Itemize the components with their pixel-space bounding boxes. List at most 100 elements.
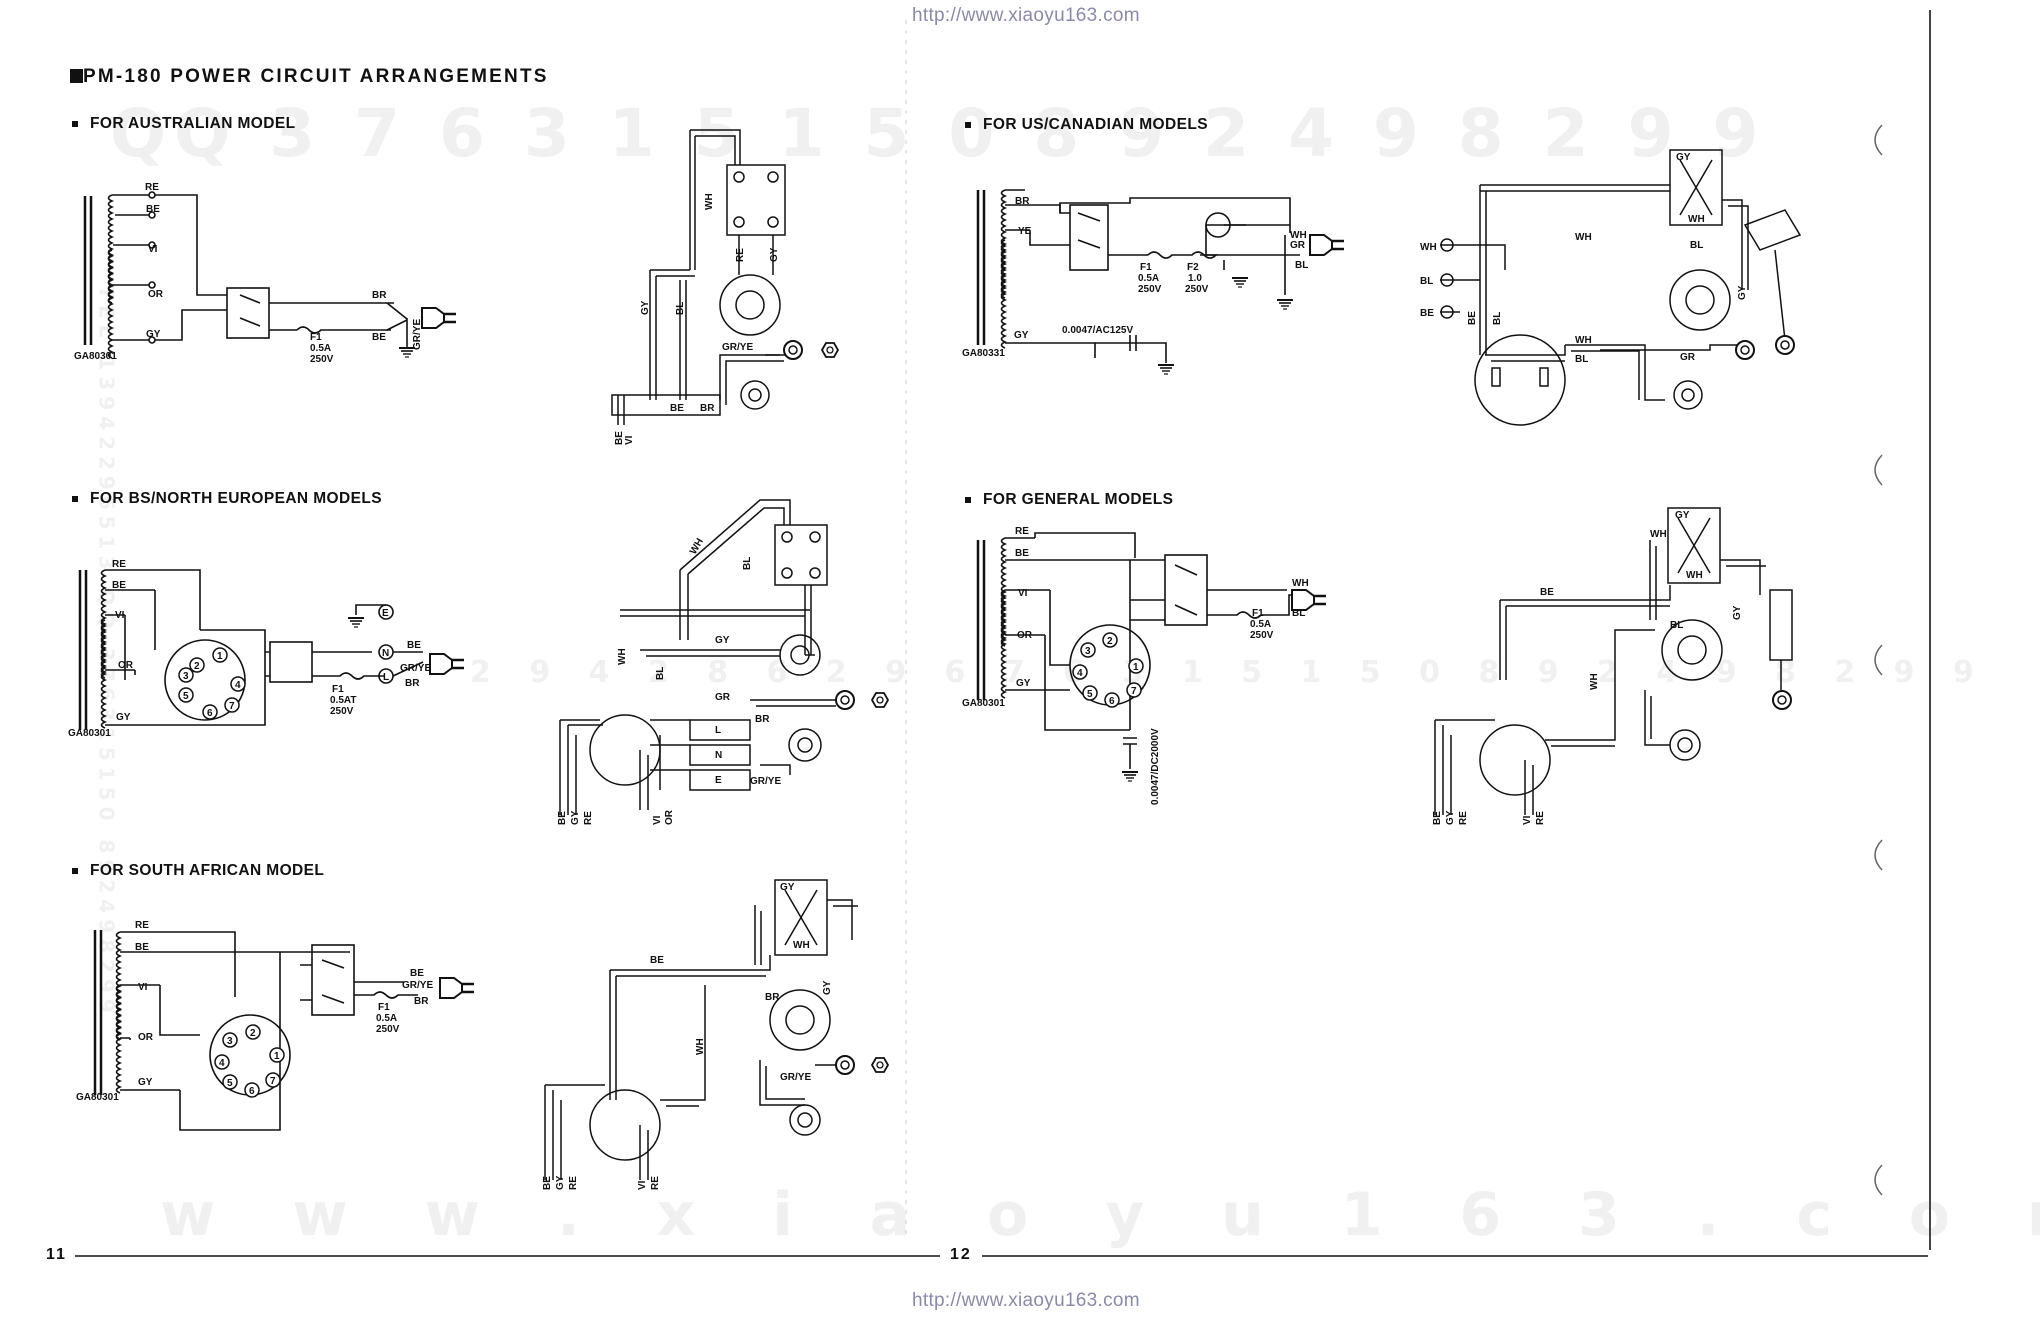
svg-text:GR/YE: GR/YE (402, 980, 433, 991)
title-marker-icon (70, 69, 83, 83)
svg-text:OR: OR (664, 809, 675, 825)
svg-text:BL: BL (1492, 312, 1503, 325)
svg-text:GY: GY (1016, 678, 1031, 689)
svg-text:VI: VI (1018, 588, 1028, 599)
svg-text:VI: VI (148, 244, 158, 255)
section-heading-general: FOR GENERAL MODELS (965, 491, 1173, 509)
svg-text:WH: WH (688, 537, 706, 557)
svg-text:WH: WH (1420, 242, 1437, 253)
svg-text:BE: BE (1540, 587, 1554, 598)
svg-text:GY: GY (1676, 152, 1691, 163)
svg-text:F1: F1 (310, 332, 322, 343)
svg-text:GR: GR (1290, 240, 1306, 251)
svg-text:GY: GY (780, 882, 795, 893)
svg-text:7: 7 (270, 1076, 276, 1087)
svg-text:VI: VI (624, 435, 635, 445)
svg-text:E: E (382, 608, 389, 619)
svg-text:GY: GY (570, 810, 581, 825)
svg-text:N: N (382, 648, 389, 659)
svg-text:BE: BE (135, 942, 149, 953)
svg-text:BR: BR (414, 996, 429, 1007)
source-url-top[interactable]: http://www.xiaoyu163.com (912, 5, 1140, 26)
svg-text:7: 7 (1131, 686, 1137, 697)
svg-text:OR: OR (148, 289, 164, 300)
svg-text:RE: RE (1458, 811, 1469, 825)
svg-text:2: 2 (194, 661, 200, 672)
svg-text:2: 2 (1107, 636, 1113, 647)
svg-text:BL: BL (742, 557, 753, 570)
svg-text:GR/YE: GR/YE (400, 663, 431, 674)
svg-text:1: 1 (217, 651, 223, 662)
svg-text:BE: BE (670, 403, 684, 414)
svg-text:WH: WH (1575, 232, 1592, 243)
page-number-left: 11 (46, 1246, 67, 1263)
svg-text:WH: WH (1290, 230, 1307, 241)
svg-text:BL: BL (1295, 260, 1308, 271)
svg-text:3: 3 (1085, 646, 1091, 657)
svg-text:BL: BL (1292, 608, 1305, 619)
wiring-us-canadian (1440, 149, 1802, 426)
svg-text:GY: GY (769, 247, 780, 262)
svg-text:BR: BR (755, 714, 770, 725)
svg-text:0.5A: 0.5A (310, 343, 331, 354)
svg-text:GY: GY (1675, 510, 1690, 521)
svg-text:WH: WH (704, 193, 715, 210)
svg-text:E: E (715, 775, 722, 786)
svg-text:6: 6 (1109, 696, 1115, 707)
svg-text:BL: BL (1575, 354, 1588, 365)
wiring-australian (611, 129, 839, 425)
watermark-middle: 2 9 4 2 8 6 2 9 6 7 6 3 1 5 1 5 0 8 9 2 … (470, 655, 1988, 690)
svg-text:RE: RE (583, 811, 594, 825)
svg-text:4: 4 (1077, 668, 1083, 679)
svg-text:GA80301: GA80301 (68, 728, 111, 739)
wiring-labels-us-canadian: GY WH WH WH BL BE BE BL GY WH BL GR BL (1420, 152, 1748, 365)
svg-text:7: 7 (229, 701, 235, 712)
svg-text:BE: BE (557, 811, 568, 825)
schematic-south-african (93, 930, 476, 1131)
svg-text:0.0047/AC125V: 0.0047/AC125V (1062, 325, 1133, 336)
wiring-general (1434, 507, 1793, 815)
svg-text:BE: BE (542, 1176, 553, 1190)
source-url-bottom[interactable]: http://www.xiaoyu163.com (912, 1290, 1140, 1311)
labels-australian: RE BE VI OR GY GA80301 BR BE F1 0.5A 250… (74, 182, 423, 365)
svg-text:6: 6 (249, 1086, 255, 1097)
svg-text:F1: F1 (332, 684, 344, 695)
svg-text:WH: WH (1292, 578, 1309, 589)
svg-text:OR: OR (118, 660, 134, 671)
svg-text:BR: BR (372, 290, 387, 301)
wiring-labels-bs: WH BL GY WH BL GR BR L N E GR/YE BE GY R… (557, 537, 781, 825)
svg-text:OR: OR (1017, 630, 1033, 641)
svg-text:1.0: 1.0 (1188, 273, 1202, 284)
svg-text:GA80331: GA80331 (962, 348, 1005, 359)
schematic-us-canadian (976, 189, 1346, 375)
svg-text:VI: VI (637, 1180, 648, 1190)
svg-text:F1: F1 (1140, 262, 1152, 273)
svg-text:5: 5 (183, 691, 189, 702)
labels-general: RE BE VI OR GY GA80301 F1 0.5A 250V WH B… (962, 526, 1309, 805)
wiring-labels-australian: WH RE GY GY BL GR/YE BE BR BE VI (614, 193, 780, 445)
labels-bs: RE BE VI OR GY GA80301 F1 0.5AT 250V E N… (68, 559, 431, 739)
svg-text:3: 3 (183, 671, 189, 682)
svg-text:5: 5 (227, 1078, 233, 1089)
svg-text:250V: 250V (1250, 630, 1274, 641)
svg-text:GY: GY (715, 635, 730, 646)
svg-text:GR/YE: GR/YE (412, 319, 423, 350)
svg-text:BR: BR (1015, 196, 1030, 207)
svg-text:VI: VI (115, 610, 125, 621)
svg-text:YE: YE (1018, 226, 1032, 237)
svg-text:GR: GR (1680, 352, 1696, 363)
svg-text:BE: BE (614, 431, 625, 445)
svg-text:250V: 250V (310, 354, 334, 365)
svg-text:BE: BE (650, 955, 664, 966)
svg-text:WH: WH (695, 1038, 706, 1055)
svg-text:L: L (383, 672, 389, 683)
bullet-icon (965, 496, 971, 503)
svg-text:GA80301: GA80301 (74, 351, 117, 362)
page-title: PM-180 POWER CIRCUIT ARRANGEMENTS (70, 66, 549, 88)
svg-text:0.5A: 0.5A (376, 1013, 397, 1024)
svg-text:0.5A: 0.5A (1250, 619, 1271, 630)
labels-sa: RE BE VI OR GY GA80301 F1 0.5A 250V BE G… (76, 920, 433, 1103)
svg-text:3: 3 (227, 1036, 233, 1047)
svg-text:GY: GY (1014, 330, 1029, 341)
